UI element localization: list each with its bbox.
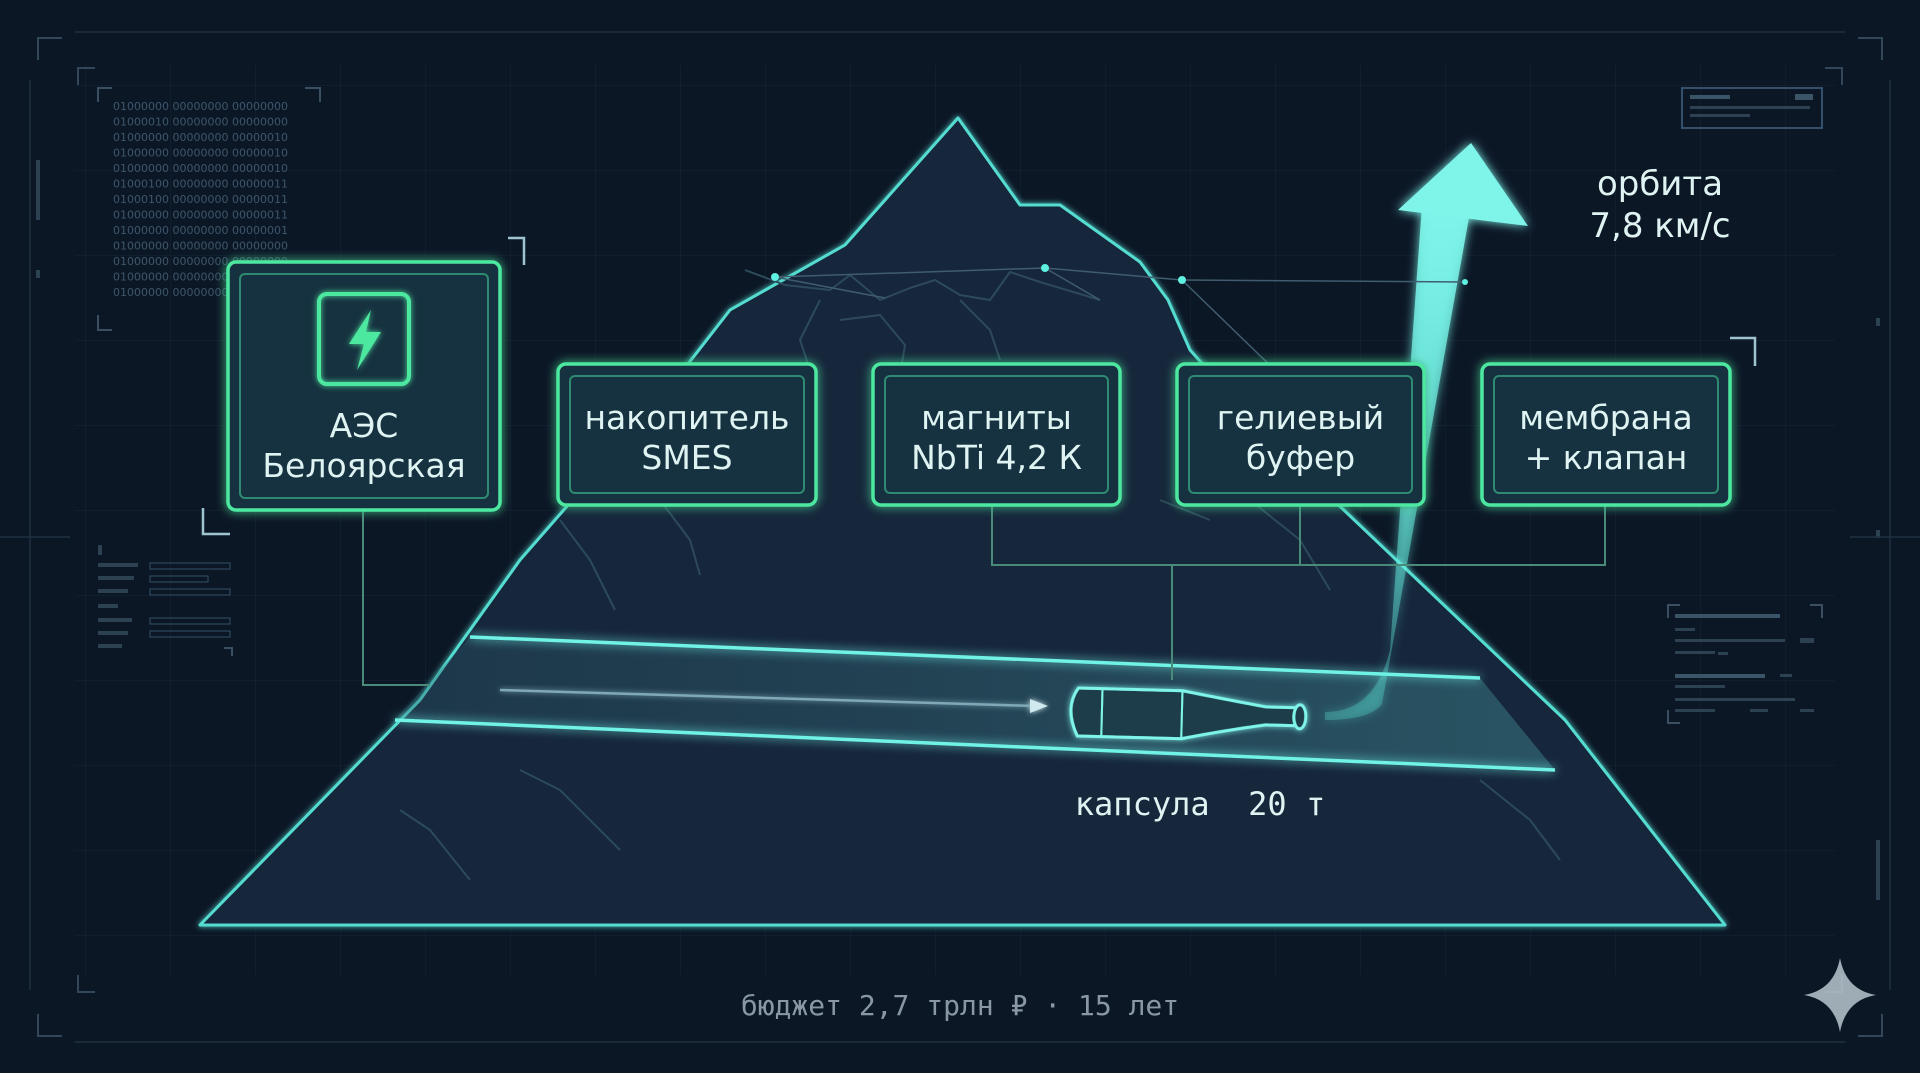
binary-row: 01000000 00000000 00000011 [113,209,288,222]
node-label-line1: магниты [921,398,1072,437]
node-inner-frame [884,375,1109,494]
footer-budget: бюджет 2,7 трлн ₽ · 15 лет [741,989,1179,1022]
node-corner-brackets [201,236,1757,536]
orbit-label-line2: 7,8 км/с [1589,206,1730,246]
network-nodes [771,264,1468,285]
binary-row: 01000000 00000000 00000000 [113,240,288,253]
lightning-bolt-icon [317,292,411,386]
node-label-line1: АЭС [330,406,399,445]
orbit-label-line1: орбита [1597,164,1723,204]
node-frame [1175,362,1426,507]
node-label-line2: + клапан [1525,438,1688,477]
acceleration-arrow [499,688,1048,713]
binary-row: 01000000 00000000 00000010 [113,162,288,175]
node-inner-frame [239,273,489,499]
capsule-label: капсула 20 т [1075,785,1325,823]
node-label-line2: SMES [641,438,732,477]
node-label-line2: буфер [1246,438,1355,477]
side-tick-marks [0,160,1920,900]
binary-row: 01000000 00000000 00000010 [113,131,288,144]
left-hud-readout [98,545,233,656]
binary-row: 01000000 00000000 00000010 [113,147,288,160]
node-frame [556,362,818,507]
binary-row: 01000000 00000000 00000001 [113,224,288,237]
right-hud-top-panel [1681,87,1823,129]
node-membrane-valve: мембрана+ клапан [1480,362,1732,507]
hud-frame [29,31,1891,1043]
node-frame [871,362,1122,507]
capsule-icon [1069,686,1308,741]
network-lines [774,267,1466,376]
node-label-line1: гелиевый [1217,398,1384,437]
sparkle-icon [1804,958,1876,1032]
node-inner-frame [569,375,805,494]
node-label-line1: накопитель [584,398,789,437]
node-inner-frame [1493,375,1719,494]
node-label-line1: мембрана [1519,398,1692,437]
orbit-arrow [1325,143,1528,720]
binary-row: 01000010 00000000 00000000 [113,116,288,129]
node-label-line2: Белоярская [262,446,465,485]
binary-row: 01000100 00000000 00000011 [113,193,288,206]
node-inner-frame [1188,375,1413,494]
binary-row: 01000100 00000000 00000011 [113,178,288,191]
feed-lines [362,505,1606,686]
node-label-line2: NbTi 4,2 К [911,438,1082,477]
right-hud-bottom-panel [1667,604,1823,724]
binary-row: 01000000 00000000 00000000 [113,100,288,113]
node-frame [1480,362,1732,507]
